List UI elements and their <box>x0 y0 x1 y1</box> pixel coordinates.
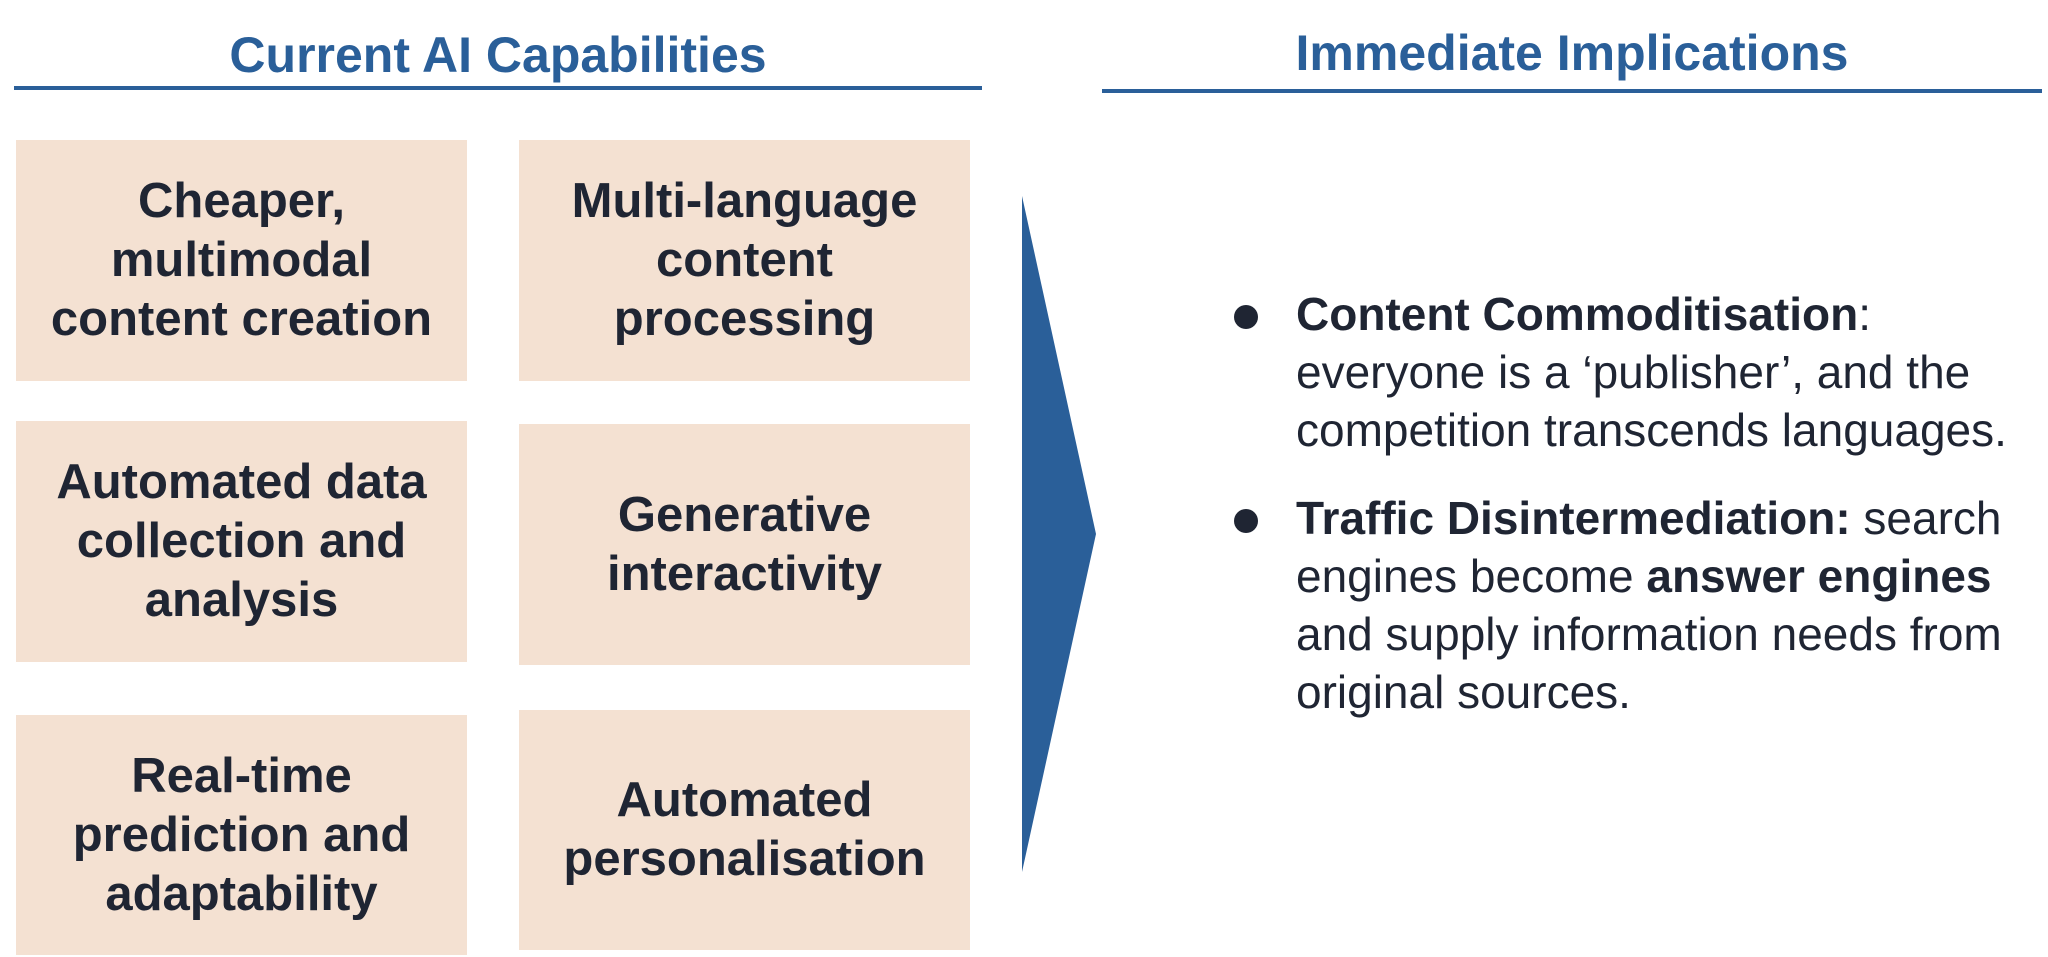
implication-text: search engines become <box>1296 492 2002 602</box>
implication-text: everyone is a ‘publisher’, and the compe… <box>1296 346 2007 456</box>
capability-card-label: Cheaper, multimodal content creation <box>50 174 433 346</box>
capability-card-real-time-prediction: Real-time prediction and adaptability <box>16 715 467 955</box>
implications-list: Content Commoditisation: everyone is a ‘… <box>1234 285 2014 721</box>
capabilities-heading-rule <box>14 86 982 90</box>
capability-card-label: Generative interactivity <box>606 487 883 601</box>
arrow-shape <box>1022 196 1096 872</box>
implication-title: Traffic Disintermediation: <box>1296 492 1851 544</box>
capability-card-data-collection: Automated data collection and analysis <box>16 421 467 662</box>
capabilities-heading: Current AI Capabilities <box>229 27 767 83</box>
capability-card-generative-interactivity: Generative interactivity <box>519 424 970 665</box>
capability-card-multi-language: Multi-language content processing <box>519 140 970 381</box>
implication-traffic-disintermediation: Traffic Disintermediation: search engine… <box>1234 489 2014 721</box>
bullet-dot-icon <box>1234 509 1258 533</box>
implication-content-commoditisation: Content Commoditisation: everyone is a ‘… <box>1234 285 2014 459</box>
implication-title-suffix: : <box>1858 288 1871 340</box>
capability-card-label: Multi-language content processing <box>571 174 918 346</box>
capability-card-label: Automated data collection and analysis <box>56 455 427 627</box>
implications-heading-rule <box>1102 89 2042 93</box>
capability-card-label: Automated personalisation <box>563 773 926 886</box>
capability-card-content-creation: Cheaper, multimodal content creation <box>16 140 467 381</box>
bullet-dot-icon <box>1234 305 1258 329</box>
right-arrow-chevron <box>1022 196 1096 872</box>
capability-card-personalisation: Automated personalisation <box>519 710 970 950</box>
implication-title: Content Commoditisation <box>1296 288 1859 340</box>
implications-heading: Immediate Implications <box>1295 25 1849 81</box>
implication-text: and supply information needs from origin… <box>1296 608 2002 718</box>
capability-card-label: Real-time prediction and adaptability <box>72 748 411 921</box>
implication-emphasis: answer engines <box>1646 550 1992 602</box>
